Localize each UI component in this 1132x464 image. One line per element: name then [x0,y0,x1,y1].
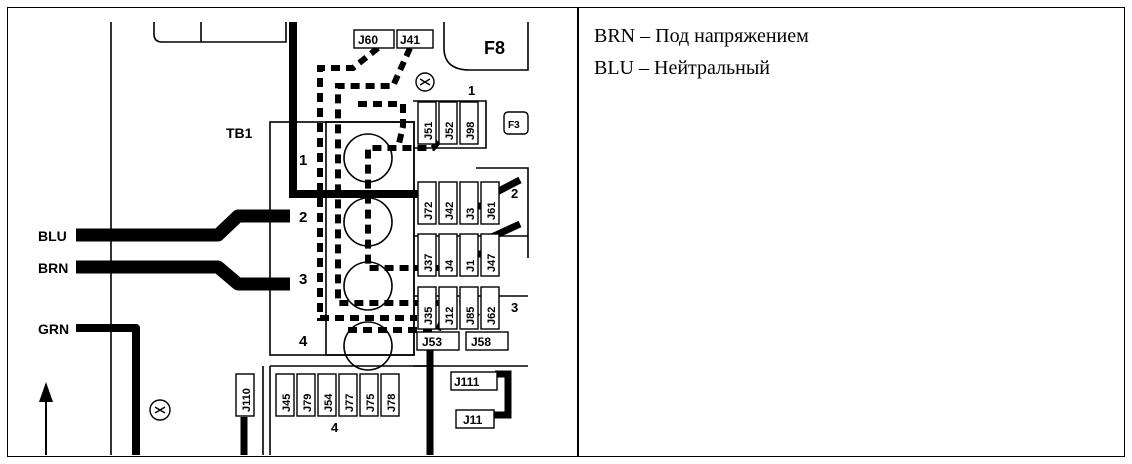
tb1-label: TB1 [226,125,253,141]
connector-j37: J37 [423,254,435,272]
wire-grn [76,324,140,455]
connector-j45: J45 [281,394,293,412]
board-mark-1: 1 [468,83,475,98]
connector-j53: J53 [422,335,442,349]
connector-j12: J12 [444,307,456,325]
legend-brn: BRN – Под напряжением [594,25,809,47]
brn-label: BRN [38,260,68,276]
column-divider [577,8,579,456]
connector-j51: J51 [423,122,435,140]
wiring-diagram: TB1 F8 F3 BLU BRN GRN 1 2 3 4 1 2 3 4 J6… [8,8,577,455]
board-mark-4: 4 [331,420,339,435]
wiring-diagram-svg: TB1 F8 F3 BLU BRN GRN 1 2 3 4 1 2 3 4 J6… [38,22,529,455]
wire-blu [76,209,290,242]
up-arrow-icon [39,382,53,455]
wire-main-feed [289,22,428,198]
screw-icon [149,72,435,421]
connector-j4: J4 [444,259,456,272]
wire-brn [76,260,290,291]
connector-j98: J98 [465,122,477,140]
connector-j42: J42 [444,202,456,220]
grn-label: GRN [38,321,69,337]
connector-j61: J61 [486,202,498,220]
connector-j75: J75 [365,394,377,412]
tb-position-3: 3 [299,271,307,288]
connector-boxes [235,29,529,429]
connector-j52: J52 [444,122,456,140]
connector-j111: J111 [454,375,480,389]
blu-label: BLU [38,228,67,244]
wire-legend: BRN – Под напряжением BLU – Нейтральный [594,20,1114,84]
connector-j62: J62 [486,307,498,325]
connector-j41: J41 [400,33,420,47]
connector-j11: J11 [463,413,483,427]
tb-position-4: 4 [299,333,308,350]
tb-position-1: 1 [299,152,307,169]
connector-j60: J60 [358,33,378,47]
table-frame: TB1 F8 F3 BLU BRN GRN 1 2 3 4 1 2 3 4 J6… [7,7,1125,457]
connector-j58: J58 [471,335,491,349]
connector-j35: J35 [423,307,435,325]
connector-j3: J3 [465,208,477,220]
legend-blu: BLU – Нейтральный [594,57,771,79]
f8-label: F8 [484,38,505,58]
connector-j79: J79 [302,394,314,412]
connector-j85: J85 [465,307,477,325]
connector-j54: J54 [323,393,335,412]
connector-j77: J77 [344,394,356,412]
connector-j72: J72 [423,202,435,220]
f3-label: F3 [508,120,520,131]
connector-j110: J110 [241,388,253,412]
connector-j78: J78 [386,394,398,412]
board-mark-3: 3 [511,300,518,315]
tb-position-2: 2 [299,209,307,226]
connector-j47: J47 [486,254,498,272]
board-mark-2: 2 [511,186,518,201]
connector-j1: J1 [465,260,477,272]
